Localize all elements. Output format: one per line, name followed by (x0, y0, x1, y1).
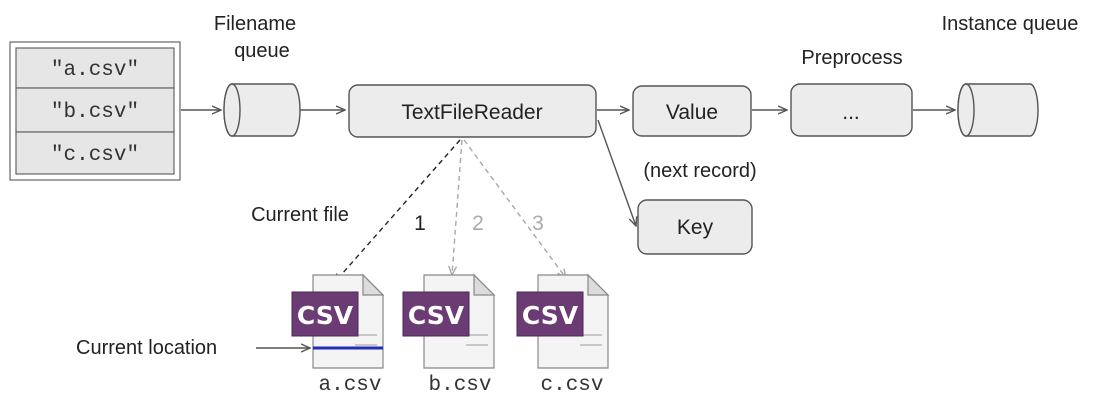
preprocess-ellipsis: ... (842, 101, 860, 124)
csv-file-icon (402, 291, 470, 337)
filename-list: "a.csv" "b.csv" "c.csv" (9, 41, 181, 181)
text-file-reader-box (348, 84, 597, 138)
filename-list-item-label: "b.csv" (51, 101, 139, 124)
instance-queue-label: Instance queue (942, 13, 1079, 35)
csv-file-a: CSV (291, 273, 385, 369)
value-label: Value (666, 101, 718, 124)
file-c-arrow (463, 139, 566, 278)
preprocess-box (790, 83, 913, 137)
preprocess-label: Preprocess (801, 47, 902, 69)
csv-badge-text: CSV (297, 301, 354, 330)
current-file-label: Current file (251, 204, 349, 226)
current-location-label: Current location (76, 337, 217, 359)
key-box (637, 199, 753, 255)
text-file-reader-label: TextFileReader (401, 101, 542, 124)
current-file-arrow (334, 139, 461, 283)
arrow-reader-to-key (597, 119, 636, 226)
file-name-caption: a.csv (318, 374, 381, 395)
csv-badge-text: CSV (408, 301, 465, 330)
key-label: Key (677, 216, 714, 239)
csv-file-b: CSV (402, 273, 496, 369)
instance-queue-cylinder (957, 83, 1039, 137)
csv-badge-text: CSV (522, 301, 579, 330)
file-name-caption: c.csv (540, 374, 603, 395)
file-order-number: 1 (414, 212, 426, 235)
filename-list-item (15, 131, 175, 175)
next-record-label: (next record) (643, 160, 756, 182)
filename-list-item-label: "a.csv" (51, 59, 139, 82)
file-name-caption: b.csv (428, 374, 491, 395)
value-box (632, 85, 752, 137)
csv-file-c: CSV (516, 273, 610, 369)
filename-queue-label-line1: Filename (214, 13, 296, 35)
csv-file-icon (291, 291, 359, 337)
file-b-arrow (452, 139, 463, 275)
file-order-number: 2 (472, 212, 484, 235)
csv-file-icon (516, 291, 584, 337)
filename-queue-cylinder (223, 83, 301, 137)
filename-queue-label-line2: queue (234, 40, 290, 62)
filename-list-item (15, 47, 175, 89)
filename-list-item-label: "c.csv" (51, 144, 139, 167)
filename-list-item (15, 87, 175, 133)
file-order-number: 3 (532, 212, 544, 235)
